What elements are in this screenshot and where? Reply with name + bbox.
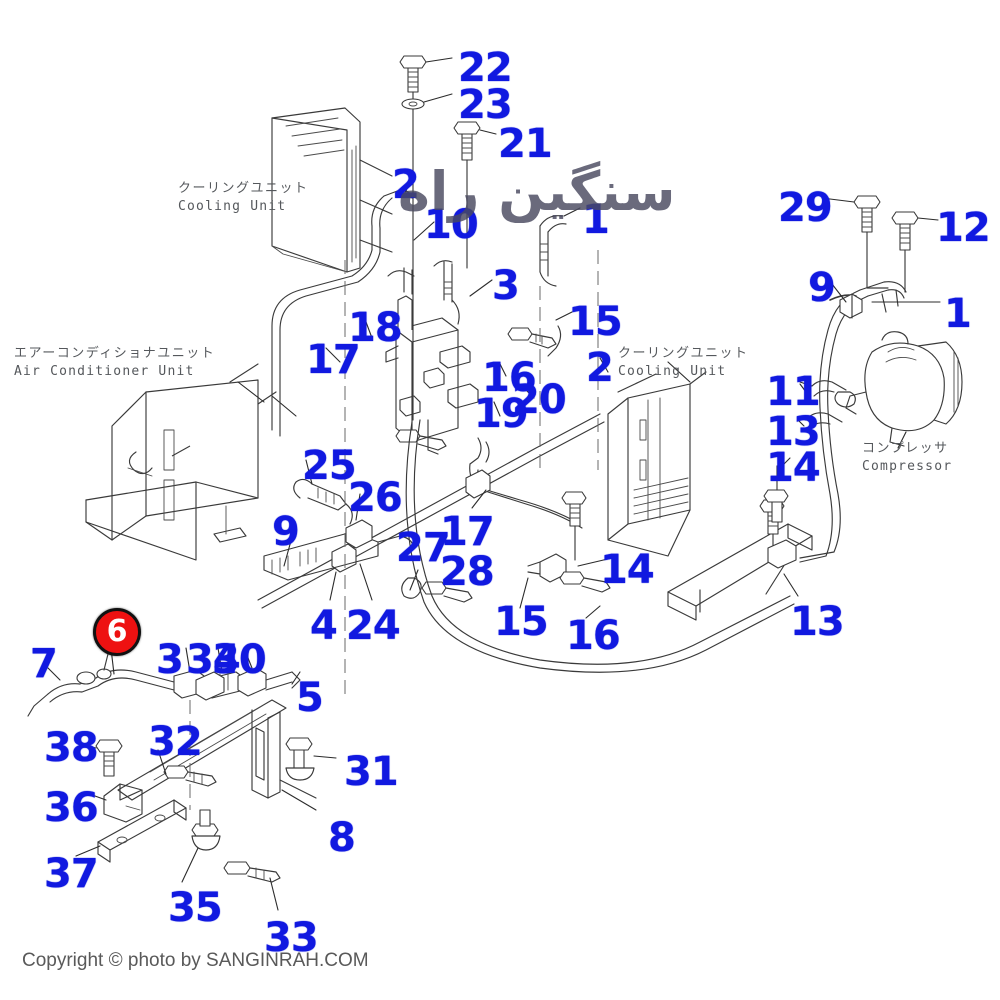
- callout-3[interactable]: 3: [492, 263, 520, 309]
- caption-cooling-unit-right: クーリングユニット Cooling Unit: [618, 345, 749, 380]
- callout-2[interactable]: 2: [586, 345, 614, 391]
- center-valve-block: [385, 260, 479, 455]
- lower-hose-assembly: [405, 419, 795, 673]
- bolt-group-top-center: [399, 55, 481, 421]
- callout-30[interactable]: 30: [212, 637, 267, 683]
- callout-1[interactable]: 1: [582, 197, 610, 243]
- highlighted-part-badge-6[interactable]: 6: [93, 608, 141, 656]
- callout-3[interactable]: 3: [156, 637, 184, 683]
- leader-lines: [325, 57, 941, 619]
- caption-en-text: Cooling Unit: [178, 198, 287, 214]
- bolt-group-top-right: [853, 195, 919, 293]
- callout-15[interactable]: 15: [494, 599, 549, 645]
- callout-1[interactable]: 1: [944, 291, 972, 337]
- callout-27[interactable]: 27: [396, 525, 451, 571]
- compressor-ports: [763, 380, 847, 523]
- callout-11[interactable]: 11: [766, 369, 821, 415]
- callout-18[interactable]: 18: [348, 305, 403, 351]
- callout-32[interactable]: 32: [148, 719, 203, 765]
- callout-34[interactable]: 34: [186, 637, 241, 683]
- callout-9[interactable]: 9: [272, 509, 300, 555]
- callout-14[interactable]: 14: [766, 445, 821, 491]
- callout-20[interactable]: 20: [512, 377, 567, 423]
- callout-22[interactable]: 22: [458, 45, 513, 91]
- compressor-drawing: [834, 331, 963, 449]
- callout-28[interactable]: 28: [440, 549, 495, 595]
- main-diagonal-pipe: [171, 413, 605, 609]
- callout-17[interactable]: 17: [440, 509, 495, 555]
- callout-14[interactable]: 14: [600, 547, 655, 593]
- caption-air-conditioner-unit: エアーコンディショナユニット Air Conditioner Unit: [14, 345, 215, 380]
- callout-9[interactable]: 9: [808, 265, 836, 311]
- bottom-left-assembly: [27, 639, 337, 911]
- callout-5[interactable]: 5: [296, 675, 324, 721]
- hose-group-center-top: [271, 189, 567, 437]
- callout-36[interactable]: 36: [44, 785, 99, 831]
- callout-10[interactable]: 10: [424, 202, 479, 248]
- callout-26[interactable]: 26: [348, 475, 403, 521]
- air-conditioner-unit-drawing: [85, 363, 297, 561]
- copyright-notice: Copyright © photo by SANGINRAH.COM: [22, 950, 369, 971]
- caption-en-text: Compressor: [862, 458, 953, 474]
- caption-cooling-unit-top: クーリングユニット Cooling Unit: [178, 180, 309, 215]
- callout-19[interactable]: 19: [474, 391, 529, 437]
- callout-35[interactable]: 35: [168, 885, 223, 931]
- callout-13[interactable]: 13: [790, 599, 845, 645]
- callout-13[interactable]: 13: [766, 409, 821, 455]
- callout-16[interactable]: 16: [482, 355, 537, 401]
- callout-16[interactable]: 16: [566, 613, 621, 659]
- caption-en-text: Air Conditioner Unit: [14, 363, 195, 379]
- callout-33[interactable]: 33: [264, 915, 319, 961]
- callout-4[interactable]: 4: [310, 603, 338, 649]
- callout-38[interactable]: 38: [44, 725, 99, 771]
- callout-12[interactable]: 12: [936, 205, 991, 251]
- construction-lines: [189, 250, 599, 810]
- callout-24[interactable]: 24: [346, 603, 401, 649]
- callout-8[interactable]: 8: [328, 815, 356, 861]
- caption-en-text: Cooling Unit: [618, 363, 727, 379]
- callout-29[interactable]: 29: [778, 185, 833, 231]
- caption-jp-text: クーリングユニット: [618, 346, 749, 361]
- cooling-unit-right-drawing: [607, 361, 707, 557]
- callout-15[interactable]: 15: [568, 299, 623, 345]
- callout-7[interactable]: 7: [30, 641, 58, 687]
- lower-right-plate: [667, 499, 813, 621]
- callout-21[interactable]: 21: [498, 121, 553, 167]
- caption-jp-text: コンプレッサ: [862, 441, 949, 456]
- callout-31[interactable]: 31: [344, 749, 399, 795]
- left-branch-assembly: [263, 459, 487, 603]
- caption-jp-text: エアーコンディショナユニット: [14, 346, 216, 361]
- caption-jp-text: クーリングユニット: [178, 181, 309, 196]
- bolt-group-center-right: [395, 295, 583, 529]
- callout-2[interactable]: 2: [392, 162, 420, 208]
- callout-37[interactable]: 37: [44, 851, 99, 897]
- callout-17[interactable]: 17: [306, 337, 361, 383]
- callout-23[interactable]: 23: [458, 82, 513, 128]
- caption-compressor: コンプレッサ Compressor: [862, 440, 952, 475]
- callout-25[interactable]: 25: [302, 443, 357, 489]
- cooling-unit-top-drawing: [271, 107, 393, 273]
- site-watermark: سنگین راه: [398, 160, 677, 223]
